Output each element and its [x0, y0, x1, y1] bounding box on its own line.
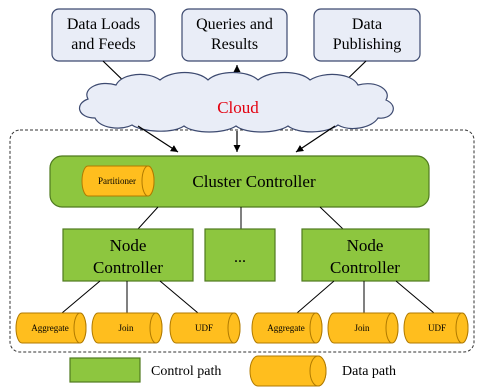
publishing-label-line2: Publishing	[333, 36, 401, 53]
cloud-label: Cloud	[217, 98, 259, 117]
cluster-controller-label: Cluster Controller	[192, 172, 316, 191]
node-controller-right: Node Controller	[301, 228, 430, 282]
data-loads-label-line2: and Feeds	[71, 36, 135, 53]
cc-to-nc-right-line	[319, 206, 344, 230]
cloud-to-cc-arrow-right	[295, 125, 336, 153]
legend-data-path-swatch	[249, 355, 327, 387]
nc-left-to-udf-line	[159, 280, 199, 314]
operator-join-right-label: Join	[354, 323, 370, 333]
queries-results-box: Queries and Results	[181, 8, 288, 62]
legend-control-path-swatch	[69, 357, 141, 383]
queries-label-line1: Queries and	[196, 16, 273, 33]
legend-data-path-label: Data path	[342, 364, 396, 379]
node-controller-left-line1: Node	[110, 236, 147, 255]
operator-aggregate-left-label: Aggregate	[31, 323, 68, 333]
nc-right-to-aggregate-line	[296, 280, 335, 314]
partitioner-label: Partitioner	[98, 176, 136, 186]
node-controller-right-line2: Controller	[330, 258, 400, 277]
node-controller-left: Node Controller	[62, 228, 194, 282]
data-loads-box: Data Loads and Feeds	[51, 8, 156, 62]
operator-join-right: Join	[327, 312, 399, 344]
operator-udf-right-label: UDF	[428, 323, 446, 333]
cloud-to-cc-arrow-left	[137, 125, 179, 153]
node-controller-ellipsis: ...	[234, 249, 246, 266]
node-controller-middle: ...	[204, 228, 276, 282]
data-loads-label-line1: Data Loads	[67, 16, 140, 33]
node-controller-left-line2: Controller	[93, 258, 163, 277]
nc-right-to-udf-line	[395, 280, 435, 314]
operator-aggregate-right-label: Aggregate	[267, 323, 304, 333]
partitioner-cylinder: Partitioner	[81, 165, 155, 197]
operator-aggregate-right: Aggregate	[251, 312, 323, 344]
operator-join-left: Join	[91, 312, 163, 344]
nc-left-to-aggregate-line	[61, 280, 101, 314]
cc-to-nc-left-line	[137, 206, 159, 230]
operator-aggregate-left: Aggregate	[15, 312, 87, 344]
publishing-label-line1: Data	[352, 16, 382, 33]
node-controller-right-line1: Node	[347, 236, 384, 255]
operator-join-left-label: Join	[118, 323, 134, 333]
cluster-controller: Partitioner Cluster Controller	[49, 155, 430, 208]
legend-control-path-label: Control path	[151, 364, 221, 379]
operator-udf-left: UDF	[169, 312, 241, 344]
operator-udf-left-label: UDF	[195, 323, 213, 333]
queries-label-line2: Results	[211, 36, 258, 53]
data-publishing-box: Data Publishing	[313, 8, 421, 62]
operator-udf-right: UDF	[403, 312, 469, 344]
legend: Control path Data path	[69, 355, 396, 387]
cloud-shape: Cloud	[78, 71, 394, 133]
